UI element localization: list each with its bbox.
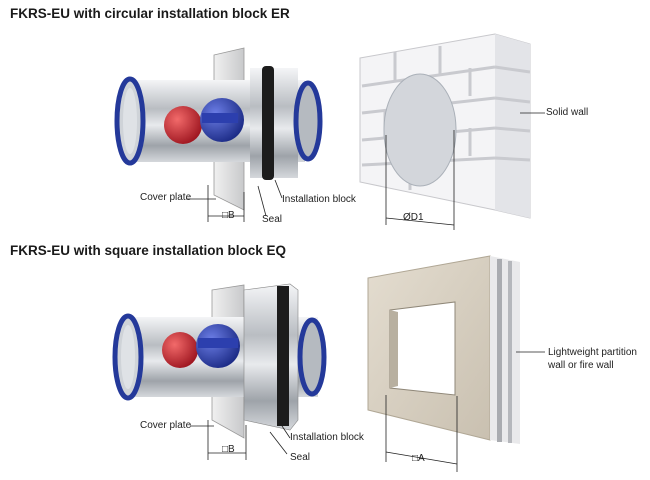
seal (262, 66, 274, 180)
label-cover-plate: Cover plate (140, 192, 192, 203)
label-dim-b: □B (222, 444, 235, 455)
label-seal: Seal (262, 214, 283, 225)
section-title-circular: FKRS-EU with circular installation block… (10, 6, 290, 21)
label-dim-a: □A (412, 453, 425, 464)
solid-wall (359, 33, 531, 219)
label-cover-plate: Cover plate (140, 420, 192, 431)
seal (277, 286, 289, 426)
actuator-red (162, 332, 198, 368)
partition-wall (367, 255, 520, 444)
installation-block (243, 283, 299, 431)
dimension-lines-top (186, 179, 283, 222)
actuator-red (164, 106, 202, 144)
section-title-square: FKRS-EU with square installation block E… (10, 243, 287, 258)
wall-opening (389, 301, 456, 396)
duct-ring-right (297, 317, 327, 397)
duct-ring-right (293, 80, 323, 162)
label-installation-block: Installation block (290, 432, 364, 443)
label-solid-wall: Solid wall (546, 107, 589, 118)
label-installation-block: Installation block (282, 194, 356, 205)
wall-opening (383, 73, 457, 187)
label-dim-b: □B (222, 210, 235, 221)
damper-square-block (112, 283, 327, 439)
damper-circular-block (114, 47, 323, 211)
label-seal: Seal (290, 452, 311, 463)
label-partition-wall: Lightweight partition wall or fire wall (548, 347, 637, 371)
label-dim-d1: ØD1 (403, 212, 424, 223)
